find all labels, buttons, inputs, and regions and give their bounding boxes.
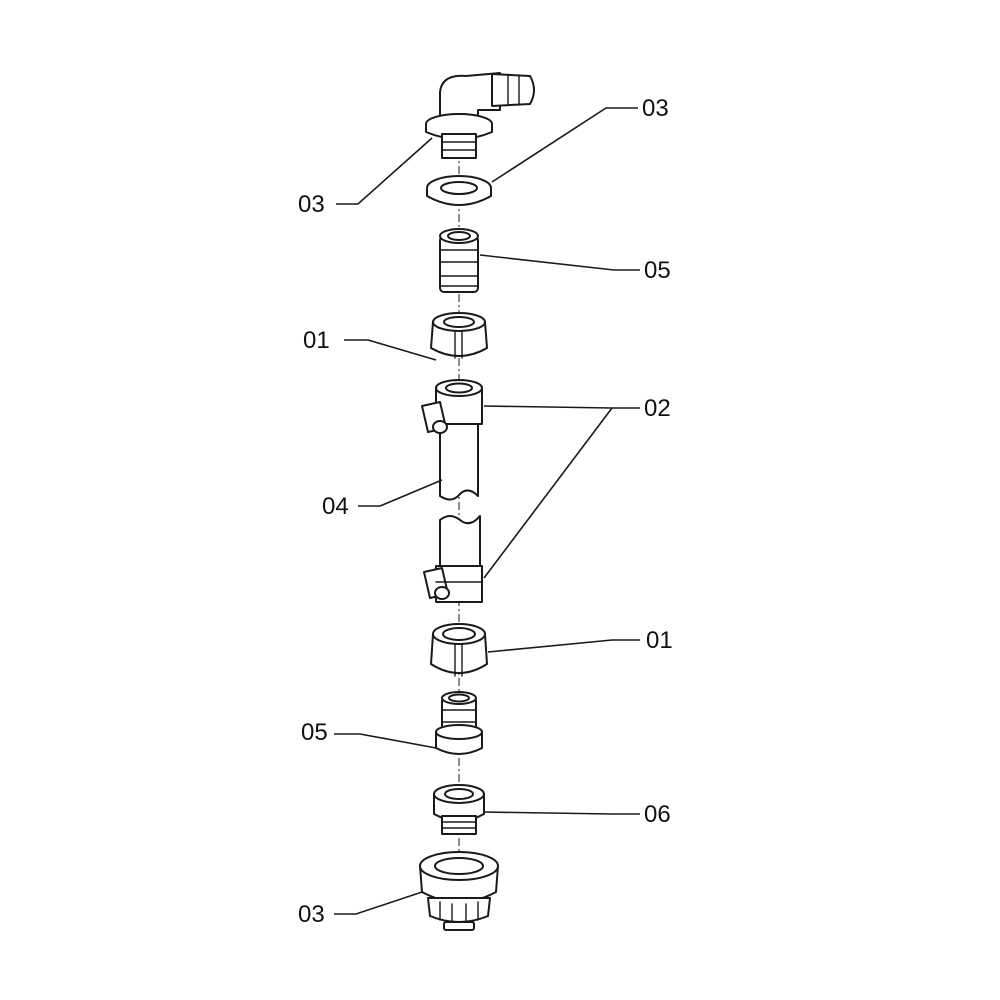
callout-c10: 03 <box>298 901 325 928</box>
part-tube-upper <box>421 379 483 501</box>
leader-c10 <box>334 891 423 915</box>
leader-c1 <box>336 137 433 205</box>
callout-c1: 03 <box>298 191 325 218</box>
leader-c4 <box>344 339 437 361</box>
leader-c6 <box>358 479 443 507</box>
part-washer-ring <box>426 175 492 206</box>
part-hose-barb-top <box>439 228 479 293</box>
callout-c6: 04 <box>322 493 349 520</box>
callout-c5: 02 <box>644 395 671 422</box>
part-union-nut-top <box>430 312 488 359</box>
callout-c9: 06 <box>644 801 671 828</box>
callout-c7: 01 <box>646 627 673 654</box>
leader-c2 <box>491 107 638 183</box>
callout-c2: 03 <box>642 95 669 122</box>
part-elbow-fitting <box>425 72 535 159</box>
part-bottom-coupling <box>419 851 499 931</box>
callout-c3: 05 <box>644 257 671 284</box>
callout-c4: 01 <box>303 327 330 354</box>
leader-lines <box>334 107 640 915</box>
leader-c5b <box>483 407 613 579</box>
callout-c8: 05 <box>301 719 328 746</box>
leader-c3 <box>479 254 640 271</box>
part-tube-lower <box>423 515 483 603</box>
leader-c9 <box>483 811 640 815</box>
part-threaded-adapter <box>433 784 485 835</box>
leader-c5a <box>483 405 640 409</box>
leader-c8 <box>334 733 437 749</box>
part-hose-barb-bottom <box>435 691 483 755</box>
leader-c7 <box>487 639 640 653</box>
part-union-nut-bottom <box>430 623 488 677</box>
